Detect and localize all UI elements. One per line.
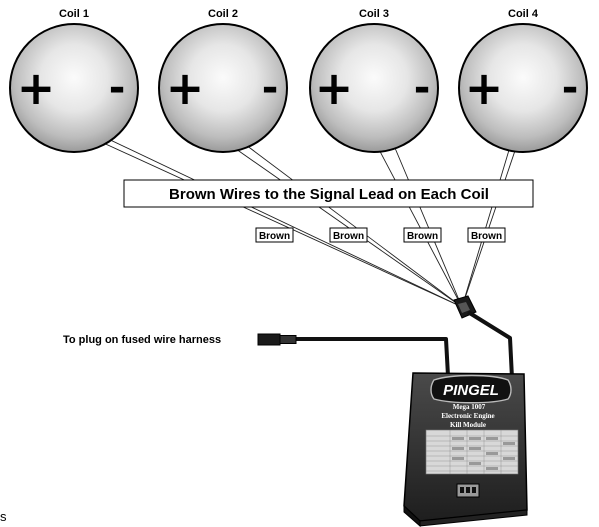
wire-tag-3: Brown bbox=[403, 227, 442, 243]
stray-glyph: s bbox=[0, 509, 7, 524]
signal-banner-box bbox=[123, 179, 534, 208]
harness-cable bbox=[296, 337, 450, 377]
wire-tag-4-label: Brown bbox=[471, 231, 502, 242]
signal-wire-coil-2 bbox=[225, 129, 463, 308]
signal-wire-coil-1b bbox=[63, 117, 463, 308]
kill-module-front-edge bbox=[419, 509, 528, 527]
coil-2-title: Coil 2 bbox=[208, 8, 238, 20]
signal-wire-coil-3 bbox=[373, 139, 463, 308]
wire-tag-1: Brown bbox=[255, 227, 294, 243]
harness-label: To plug on fused wire harness bbox=[63, 334, 221, 346]
coil-4-title: Coil 4 bbox=[508, 8, 539, 20]
signal-wire-coil-2b bbox=[225, 141, 463, 308]
wire-tag-2-label: Brown bbox=[333, 231, 364, 242]
coil-2-minus-terminal: - bbox=[262, 65, 279, 111]
signal-cable bbox=[466, 310, 514, 379]
module-cables bbox=[296, 310, 514, 379]
kill-module-name-line1: Electronic Engine bbox=[441, 412, 494, 420]
harness-plug-neck bbox=[279, 335, 297, 344]
coil-4-plus-terminal: + bbox=[465, 61, 504, 115]
dip-switch-3[interactable] bbox=[472, 487, 476, 493]
coil-4-body bbox=[458, 23, 588, 153]
kill-module-brand: PINGEL bbox=[443, 382, 499, 399]
coil-2: Coil 2 + - bbox=[158, 8, 288, 153]
coil-4: Coil 4 + - bbox=[458, 8, 588, 153]
kill-module: PINGEL Mega 1007 Electronic Engine Kill … bbox=[403, 372, 528, 527]
coil-3-plus-terminal: + bbox=[315, 61, 354, 115]
coil-3: Coil 3 + - bbox=[309, 8, 439, 153]
wire-tags: Brown Brown Brown Brown bbox=[255, 227, 506, 243]
signal-banner-text: Brown Wires to the Signal Lead on Each C… bbox=[169, 186, 489, 203]
harness-plug: To plug on fused wire harness bbox=[63, 333, 297, 346]
signal-wire-coil-4b bbox=[461, 129, 523, 308]
coil-1-title: Coil 1 bbox=[59, 8, 89, 20]
signal-wires bbox=[63, 117, 523, 308]
wire-tag-2: Brown bbox=[329, 227, 368, 243]
coil-1: Coil 1 + - bbox=[9, 8, 139, 153]
dip-switch-1[interactable] bbox=[460, 487, 464, 493]
kill-module-instruction-table bbox=[425, 429, 519, 475]
wire-tag-4: Brown bbox=[467, 227, 506, 243]
coil-4-minus-terminal: - bbox=[562, 65, 579, 111]
coil-1-body bbox=[9, 23, 139, 153]
harness-plug-body bbox=[257, 333, 281, 346]
wire-tag-3-label: Brown bbox=[407, 231, 438, 242]
wire-tag-1-label: Brown bbox=[259, 231, 290, 242]
dip-switch[interactable] bbox=[456, 483, 480, 498]
kill-module-model: Mega 1007 bbox=[453, 403, 486, 411]
coil-3-body bbox=[309, 23, 439, 153]
signal-wire-coil-4 bbox=[461, 139, 513, 308]
coil-2-body bbox=[158, 23, 288, 153]
coil-2-plus-terminal: + bbox=[166, 61, 205, 115]
signal-banner: Brown Wires to the Signal Lead on Each C… bbox=[123, 179, 534, 208]
signal-wire-coil-1 bbox=[74, 129, 463, 308]
coil-1-plus-terminal: + bbox=[17, 61, 56, 115]
dip-switch-2[interactable] bbox=[466, 487, 470, 493]
coil-1-minus-terminal: - bbox=[109, 65, 126, 111]
coil-3-title: Coil 3 bbox=[359, 8, 389, 20]
kill-module-brand-badge bbox=[430, 374, 512, 404]
kill-module-name-line2: Kill Module bbox=[450, 421, 486, 429]
coil-3-minus-terminal: - bbox=[414, 65, 431, 111]
